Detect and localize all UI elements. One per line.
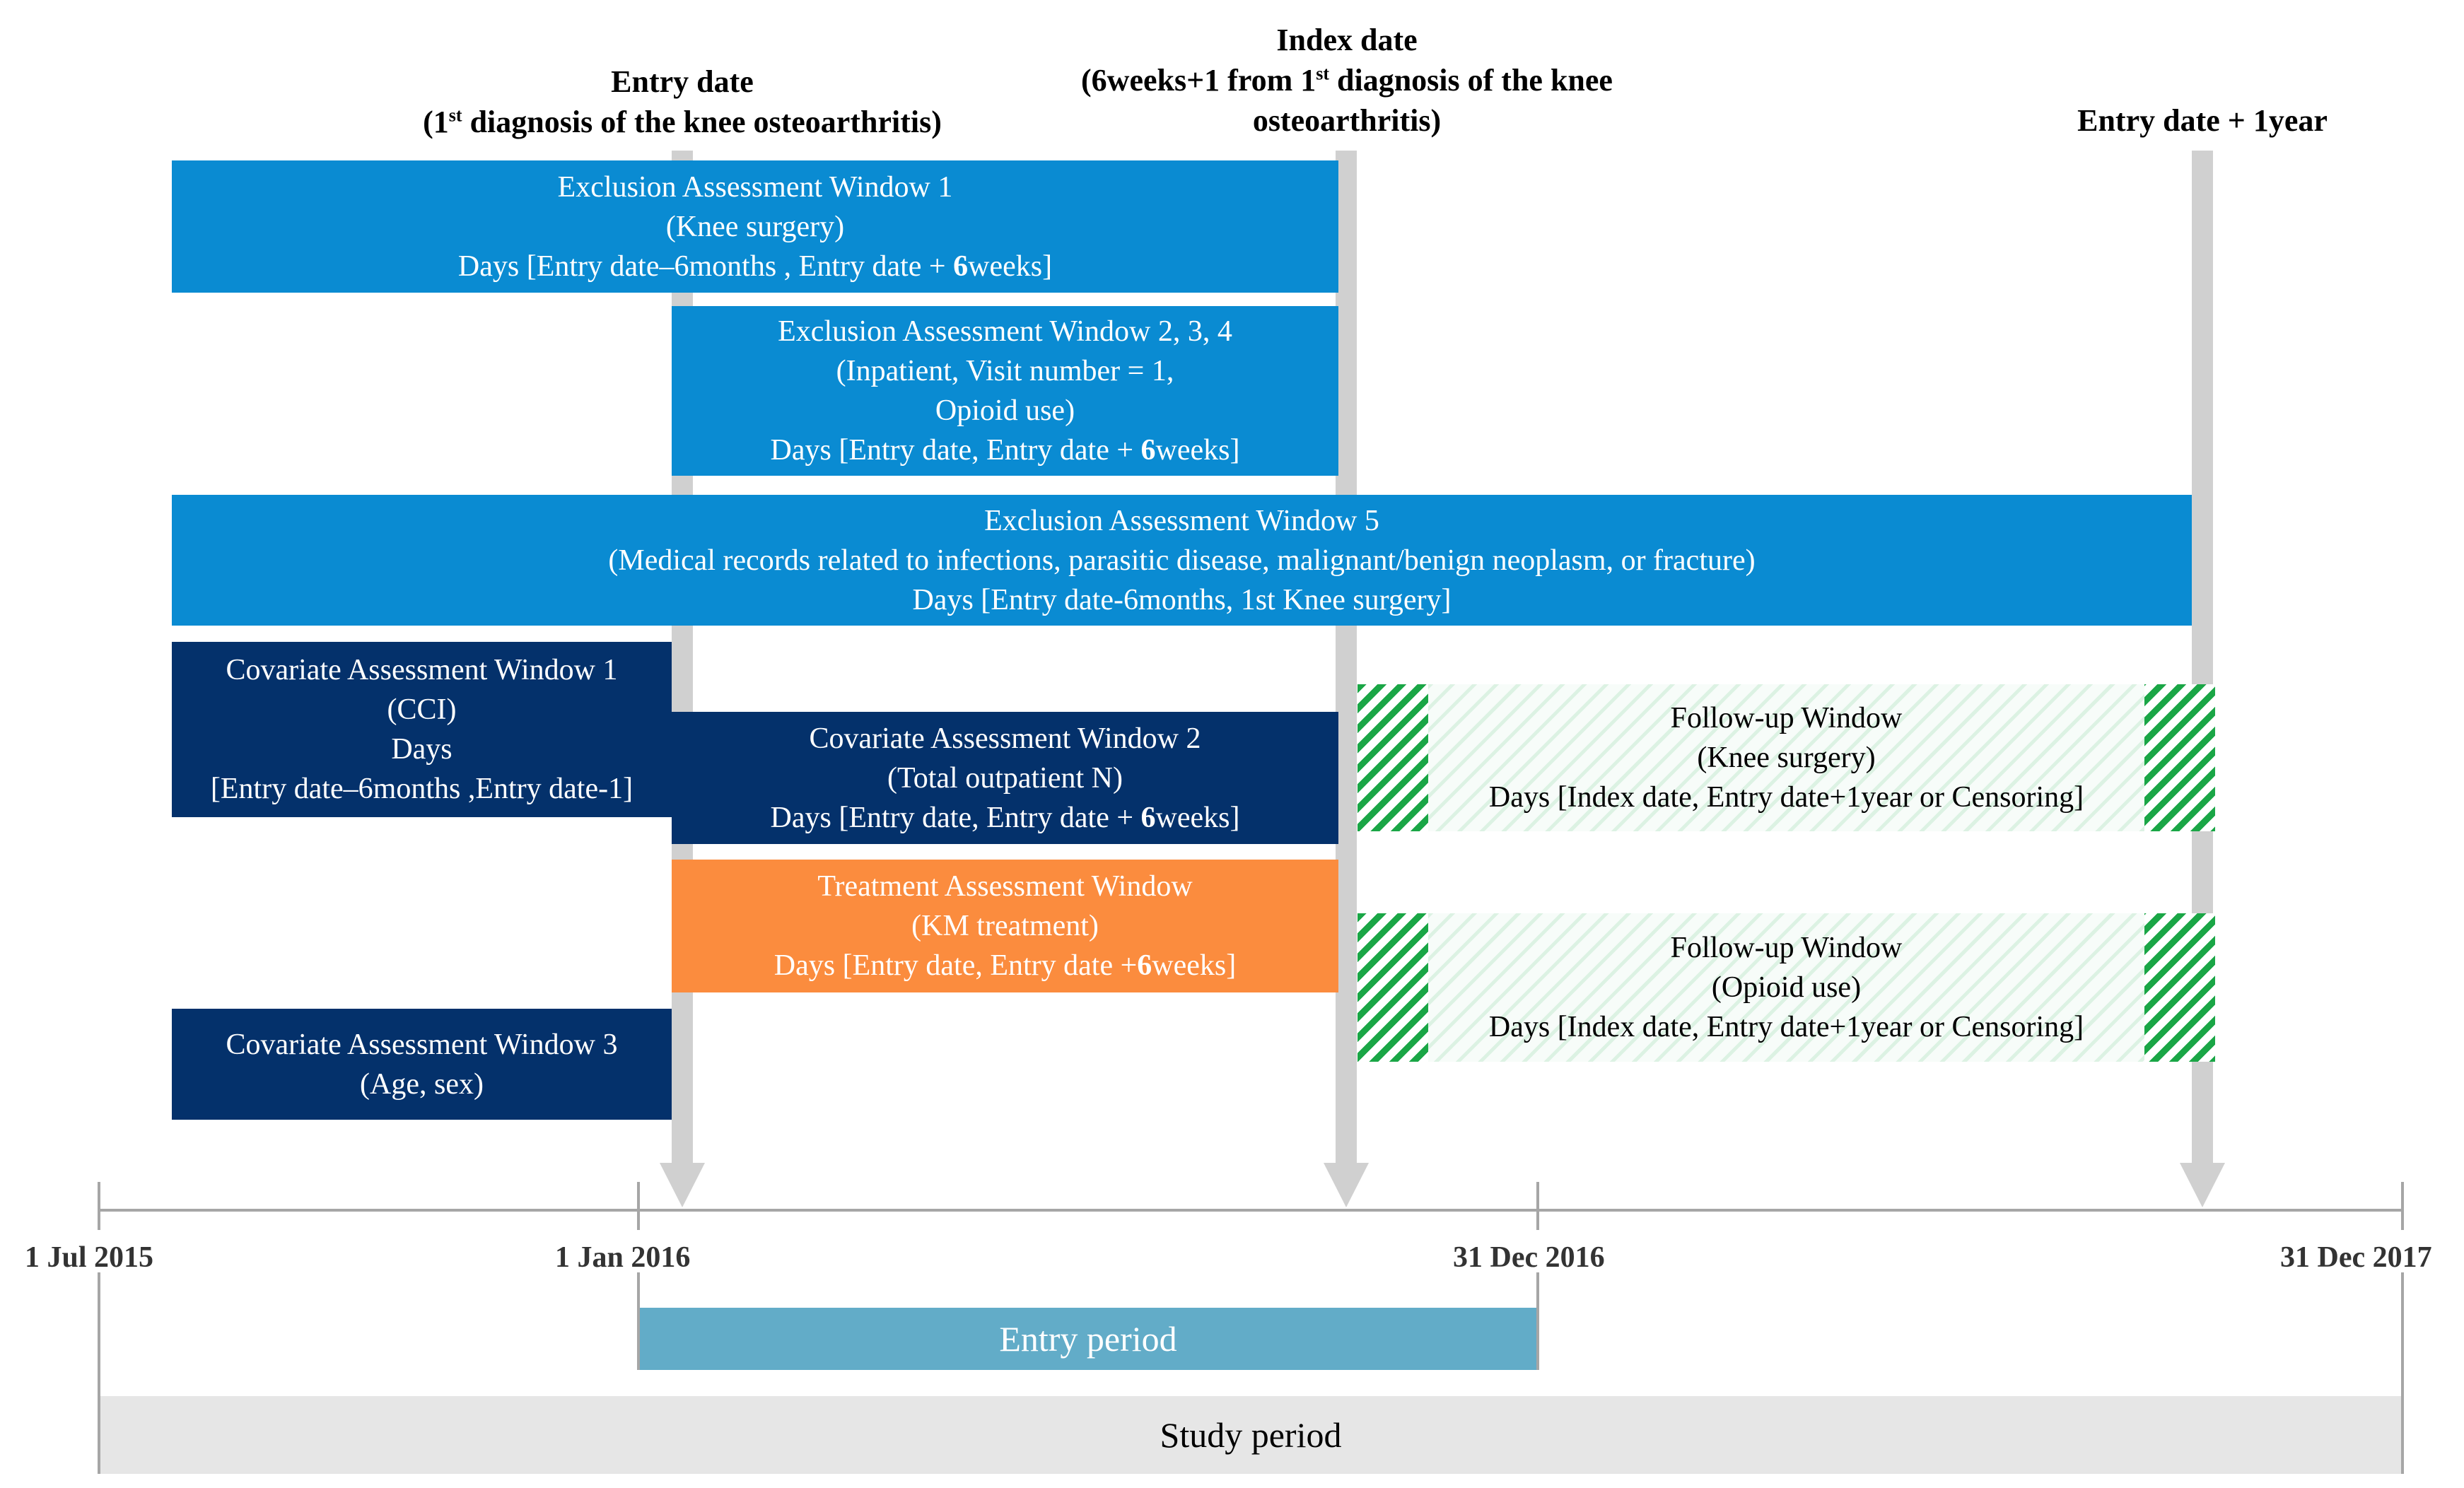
entry-date-subtitle: (1st diagnosis of the knee osteoarthriti… xyxy=(423,105,942,139)
index-date-title: Index date xyxy=(1276,23,1418,57)
exclusion-window-2-3-4-days: Days [Entry date, Entry date + 6weeks] xyxy=(770,434,1240,467)
exclusion-window-1-days: Days [Entry date–6months , Entry date + … xyxy=(457,250,1053,283)
covariate-window-3-detail: (Age, sex) xyxy=(360,1067,484,1101)
covariate-window-2-title: Covariate Assessment Window 2 xyxy=(809,722,1201,755)
index-date-subtitle: (6weeks+1 from 1st diagnosis of the knee xyxy=(1081,63,1613,98)
covariate-window-1-range: [Entry date–6months ,Entry date-1] xyxy=(210,773,633,805)
follow-up-window-knee-surgery-days: Days [Index date, Entry date+1year or Ce… xyxy=(1488,781,2084,814)
entry-date-title: Entry date xyxy=(611,64,754,99)
tick-label-31-dec-2017: 31 Dec 2017 xyxy=(2280,1241,2432,1274)
entry-date-arrow-shaft xyxy=(672,151,693,1168)
covariate-window-1-title: Covariate Assessment Window 1 xyxy=(226,654,618,686)
exclusion-window-2-3-4-title: Exclusion Assessment Window 2, 3, 4 xyxy=(778,315,1232,348)
follow-up-window-opioid-use: Follow-up Window (Opioid use) Days [Inde… xyxy=(1357,913,2215,1062)
covariate-window-2-days: Days [Entry date, Entry date + 6weeks] xyxy=(770,801,1240,834)
follow-up-window-opioid-use-detail: (Opioid use) xyxy=(1711,971,1862,1004)
study-period-bar: Study period xyxy=(99,1396,2402,1474)
entry-plus-1year-label: Entry date + 1year xyxy=(2077,103,2328,138)
entry-plus-1year-arrowhead xyxy=(2180,1163,2225,1207)
exclusion-window-1-detail: (Knee surgery) xyxy=(665,210,845,243)
exclusion-window-1-title: Exclusion Assessment Window 1 xyxy=(557,170,953,204)
follow-up-window-knee-surgery: Follow-up Window (Knee surgery) Days [In… xyxy=(1357,684,2215,831)
exclusion-window-2-3-4-detail-2: Opioid use) xyxy=(935,394,1075,427)
treatment-window: Treatment Assessment Window (KM treatmen… xyxy=(672,860,1338,992)
covariate-window-1-days: Days xyxy=(391,733,452,766)
exclusion-window-5-detail: (Medical records related to infections, … xyxy=(608,544,1756,577)
entry-period-label: Entry period xyxy=(999,1319,1177,1359)
index-date-arrow-shaft xyxy=(1336,151,1357,1168)
follow-up-window-knee-surgery-detail: (Knee surgery) xyxy=(1697,742,1876,774)
treatment-window-days: Days [Entry date, Entry date +6weeks] xyxy=(773,949,1237,982)
entry-date-arrowhead xyxy=(660,1163,705,1207)
covariate-window-1-detail: (CCI) xyxy=(387,693,457,726)
tick-label-1-jul-2015: 1 Jul 2015 xyxy=(25,1241,154,1274)
follow-up-window-opioid-use-title: Follow-up Window xyxy=(1670,932,1903,964)
treatment-window-detail: (KM treatment) xyxy=(911,910,1099,942)
covariate-window-2: Covariate Assessment Window 2 (Total out… xyxy=(672,712,1338,844)
tick-label-31-dec-2016: 31 Dec 2016 xyxy=(1453,1241,1605,1274)
exclusion-window-2-3-4-detail-1: (Inpatient, Visit number = 1, xyxy=(836,355,1174,387)
exclusion-window-5-days: Days [Entry date-6months, 1st Knee surge… xyxy=(912,583,1452,616)
covariate-window-1: Covariate Assessment Window 1 (CCI) Days… xyxy=(172,642,672,817)
index-date-label: Index date (6weeks+1 from 1st diagnosis … xyxy=(990,20,1704,141)
covariate-window-3-title: Covariate Assessment Window 3 xyxy=(226,1028,618,1061)
exclusion-window-2-3-4: Exclusion Assessment Window 2, 3, 4 (Inp… xyxy=(672,306,1338,476)
index-date-arrowhead xyxy=(1324,1163,1369,1207)
entry-date-label: Entry date (1st diagnosis of the knee os… xyxy=(339,61,1025,142)
exclusion-window-5-title: Exclusion Assessment Window 5 xyxy=(984,504,1379,537)
exclusion-window-5: Exclusion Assessment Window 5 (Medical r… xyxy=(172,495,2192,626)
follow-up-window-opioid-use-days: Days [Index date, Entry date+1year or Ce… xyxy=(1488,1011,2084,1043)
treatment-window-title: Treatment Assessment Window xyxy=(817,870,1193,903)
follow-up-window-knee-surgery-content: Follow-up Window (Knee surgery) Days [In… xyxy=(1428,684,2144,831)
tick-label-1-jan-2016: 1 Jan 2016 xyxy=(555,1241,691,1274)
exclusion-window-1: Exclusion Assessment Window 1 (Knee surg… xyxy=(172,160,1338,293)
index-date-subtitle-line3: osteoarthritis) xyxy=(1252,103,1442,138)
follow-up-window-knee-surgery-title: Follow-up Window xyxy=(1670,702,1903,734)
covariate-window-2-detail: (Total outpatient N) xyxy=(887,761,1123,795)
entry-period-bar: Entry period xyxy=(638,1308,1538,1370)
covariate-window-3: Covariate Assessment Window 3 (Age, sex) xyxy=(172,1009,672,1120)
study-period-label: Study period xyxy=(1160,1415,1342,1455)
follow-up-window-opioid-use-content: Follow-up Window (Opioid use) Days [Inde… xyxy=(1428,913,2144,1062)
